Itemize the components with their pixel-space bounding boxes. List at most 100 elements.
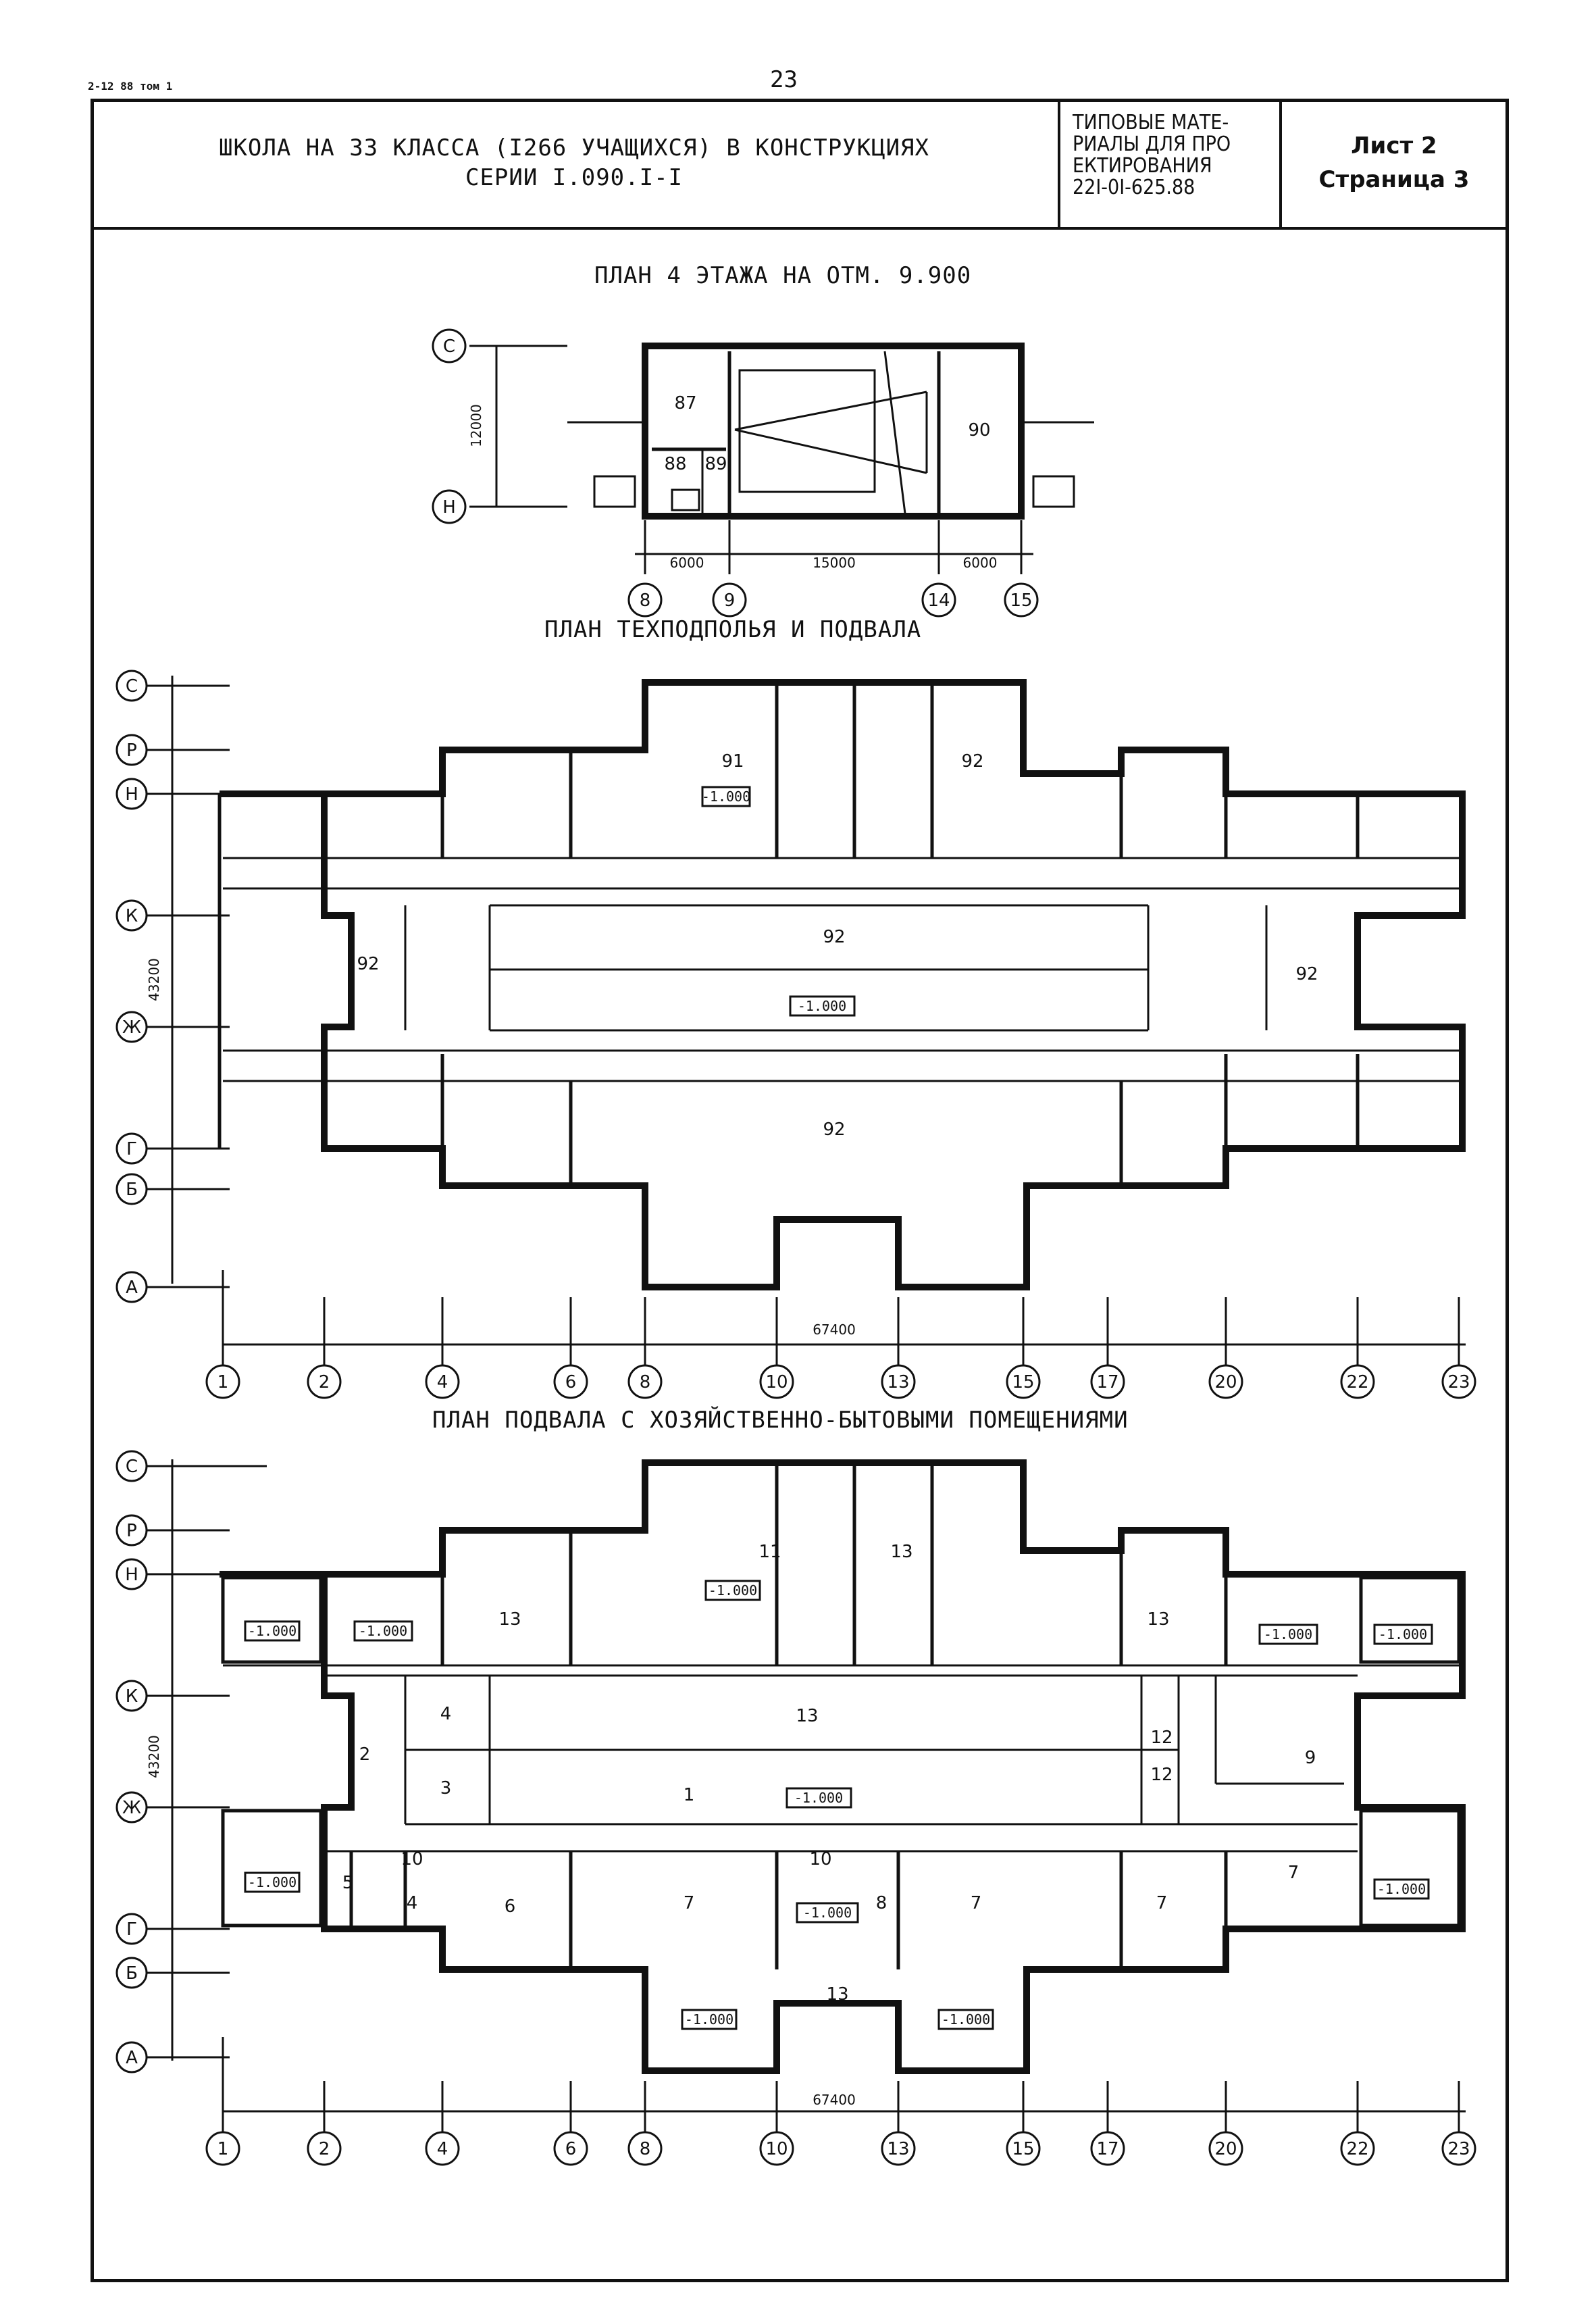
svg-text:-1.000: -1.000 bbox=[685, 2011, 733, 2028]
plan-tech-row-axes: С Р Н К Ж Г Б А bbox=[115, 670, 230, 1303]
room-90: 90 bbox=[968, 420, 990, 441]
axis-Ж: Ж bbox=[122, 1017, 141, 1038]
axis-2: 2 bbox=[319, 2139, 330, 2159]
title-line-1: ШКОЛА НА 33 КЛАССА (I266 УЧАЩИХСЯ) В КОН… bbox=[218, 134, 930, 161]
plan-basement-row-axes: С Р Н К Ж Г Б А bbox=[115, 1450, 267, 2073]
axis-23: 23 bbox=[1447, 2139, 1470, 2159]
axis-14: 14 bbox=[927, 590, 950, 611]
page-number: 23 bbox=[770, 66, 798, 93]
room-5: 5 bbox=[342, 1873, 354, 1893]
room-10: 10 bbox=[809, 1849, 831, 1869]
room-3: 3 bbox=[440, 1778, 452, 1799]
axis-4: 4 bbox=[437, 2139, 448, 2159]
level-mark: -1.000 bbox=[353, 1620, 413, 1642]
level-mark: -1.000 bbox=[1258, 1624, 1318, 1645]
plan-4-title: ПЛАН 4 ЭТАЖА НА ОТМ. 9.900 bbox=[594, 262, 972, 289]
room-92-bottom: 92 bbox=[823, 1120, 845, 1140]
svg-text:-1.000: -1.000 bbox=[1264, 1626, 1312, 1642]
drawing-frame bbox=[91, 99, 1509, 2282]
room-13: 13 bbox=[1147, 1609, 1169, 1630]
overall-dim-67400: 67400 bbox=[813, 1322, 856, 1338]
room-92-right: 92 bbox=[1295, 964, 1318, 984]
axis-22: 22 bbox=[1346, 1372, 1368, 1392]
axis-6: 6 bbox=[565, 1372, 577, 1392]
room-4: 4 bbox=[407, 1893, 418, 1913]
svg-text:-1.000: -1.000 bbox=[709, 1582, 757, 1599]
room-6: 6 bbox=[505, 1896, 516, 1917]
height-dim-12000: 12000 bbox=[468, 404, 484, 447]
axis-15: 15 bbox=[1012, 1372, 1034, 1392]
page-label: Страница 3 bbox=[1318, 166, 1470, 193]
room-12: 12 bbox=[1150, 1765, 1173, 1785]
dim-15000: 15000 bbox=[813, 555, 856, 571]
title-block: ШКОЛА НА 33 КЛАССА (I266 УЧАЩИХСЯ) В КОН… bbox=[91, 99, 1509, 230]
axis-2: 2 bbox=[319, 1372, 330, 1392]
document-code: 2-12 88 том 1 bbox=[88, 80, 173, 93]
level-mark: -1.000 bbox=[704, 1580, 761, 1601]
axis-Ж: Ж bbox=[122, 1798, 141, 1818]
plan-tech-underground: 91 92 92 92 92 92 -1.000 -1.000 67400 43… bbox=[115, 670, 1476, 1399]
plan-basement-title: ПЛАН ПОДВАЛА С ХОЗЯЙСТВЕННО-БЫТОВЫМИ ПОМ… bbox=[432, 1407, 1129, 1434]
overall-dim-67400: 67400 bbox=[813, 2092, 856, 2108]
axis-Р: Р bbox=[126, 1521, 137, 1541]
axis-Б: Б bbox=[126, 1963, 138, 1984]
room-11: 11 bbox=[758, 1542, 781, 1562]
sheet-cell: Лист 2 Страница 3 bbox=[1282, 99, 1506, 227]
room-92-top: 92 bbox=[961, 751, 983, 772]
svg-text:-1.000: -1.000 bbox=[942, 2011, 990, 2028]
room-13: 13 bbox=[826, 1984, 848, 2005]
axis-23: 23 bbox=[1447, 1372, 1470, 1392]
room-7: 7 bbox=[971, 1893, 982, 1913]
room-89: 89 bbox=[704, 454, 727, 474]
axis-К: К bbox=[126, 1686, 138, 1707]
axis-17: 17 bbox=[1096, 1372, 1118, 1392]
svg-text:-1.000: -1.000 bbox=[1377, 1881, 1426, 1897]
axis-6: 6 bbox=[565, 2139, 577, 2159]
room-87: 87 bbox=[674, 393, 696, 413]
axis-9: 9 bbox=[724, 590, 736, 611]
axis-1: 1 bbox=[217, 2139, 229, 2159]
room-7: 7 bbox=[1288, 1863, 1299, 1883]
height-dim-43200: 43200 bbox=[146, 1735, 162, 1778]
axis-10: 10 bbox=[765, 2139, 788, 2159]
series-cell: ТИПОВЫЕ МАТЕ- РИАЛЫ ДЛЯ ПРО ЕКТИРОВАНИЯ … bbox=[1060, 99, 1282, 227]
room-2: 2 bbox=[359, 1744, 371, 1765]
plan-basement-col-axes: 1 2 4 6 8 10 13 15 17 20 22 23 bbox=[205, 2037, 1476, 2166]
plan-basement: 13 11 13 13 13 1 2 3 4 4 5 6 7 7 7 7 8 9… bbox=[115, 1450, 1476, 2166]
axis-8: 8 bbox=[640, 2139, 651, 2159]
axis-Г: Г bbox=[126, 1139, 137, 1159]
room-9: 9 bbox=[1305, 1748, 1316, 1768]
axis-17: 17 bbox=[1096, 2139, 1118, 2159]
axis-Н: Н bbox=[442, 497, 456, 518]
level-mark: -1.000 bbox=[701, 786, 751, 807]
axis-Г: Г bbox=[126, 1919, 137, 1940]
svg-text:-1.000: -1.000 bbox=[794, 1790, 843, 1806]
svg-text:-1.000: -1.000 bbox=[1379, 1626, 1427, 1642]
svg-text:-1.000: -1.000 bbox=[803, 1905, 852, 1921]
axis-8: 8 bbox=[640, 590, 651, 611]
svg-text:-1.000: -1.000 bbox=[248, 1623, 297, 1639]
dim-6000-a: 6000 bbox=[670, 555, 704, 571]
axis-К: К bbox=[126, 906, 138, 926]
axis-С: С bbox=[126, 1457, 138, 1477]
svg-text:-1.000: -1.000 bbox=[248, 1874, 297, 1890]
axis-15: 15 bbox=[1012, 2139, 1034, 2159]
series-line-1: ТИПОВЫЕ МАТЕ- bbox=[1073, 111, 1229, 134]
title-main-cell: ШКОЛА НА 33 КЛАССА (I266 УЧАЩИХСЯ) В КОН… bbox=[91, 99, 1060, 227]
room-88: 88 bbox=[664, 454, 686, 474]
room-7: 7 bbox=[684, 1893, 695, 1913]
room-13: 13 bbox=[498, 1609, 521, 1630]
axis-Б: Б bbox=[126, 1180, 138, 1200]
room-92-center: 92 bbox=[823, 927, 845, 947]
axis-20: 20 bbox=[1214, 2139, 1237, 2159]
room-4: 4 bbox=[440, 1704, 452, 1724]
level-mark: -1.000 bbox=[681, 2009, 738, 2030]
room-8: 8 bbox=[876, 1893, 887, 1913]
room-1: 1 bbox=[684, 1785, 695, 1805]
level-mark: -1.000 bbox=[244, 1620, 301, 1642]
room-12: 12 bbox=[1150, 1728, 1173, 1748]
axis-А: А bbox=[126, 1278, 138, 1298]
axis-20: 20 bbox=[1214, 1372, 1237, 1392]
height-dim-43200: 43200 bbox=[146, 958, 162, 1001]
